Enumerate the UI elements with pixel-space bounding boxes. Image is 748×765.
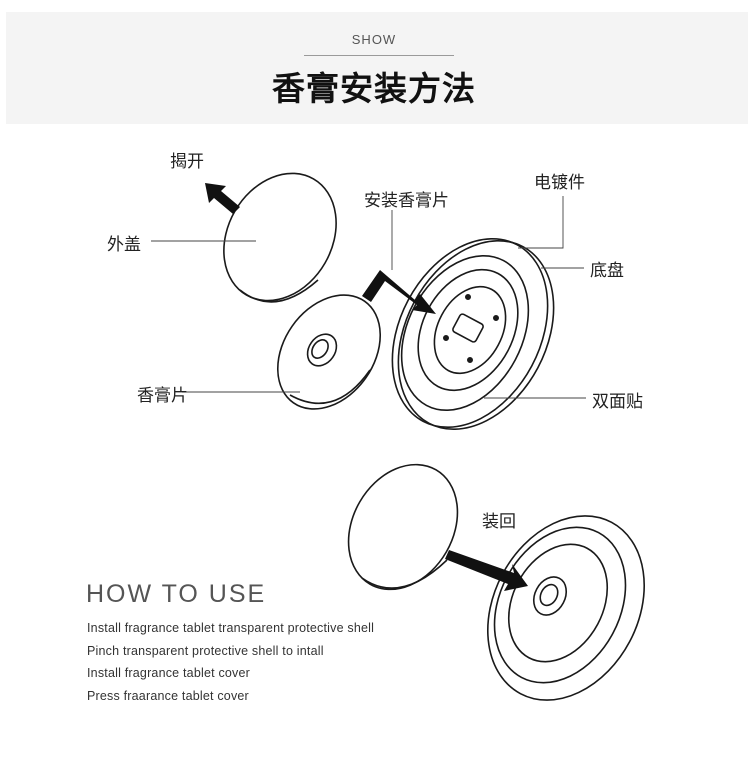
bottom-cover-part xyxy=(347,463,459,591)
label-install-tablet: 安装香膏片 xyxy=(364,191,449,211)
fragrance-tablet-part xyxy=(276,294,382,410)
page-title: 香膏安装方法 xyxy=(272,69,476,108)
header-divider xyxy=(304,55,454,56)
leader-plated xyxy=(518,196,564,249)
arrow-open-icon xyxy=(205,183,240,214)
label-outer-cover: 外盖 xyxy=(107,235,141,255)
arrow-install-icon xyxy=(362,270,436,314)
label-tablet: 香膏片 xyxy=(137,386,188,406)
step-item: Install fragrance tablet cover xyxy=(87,666,251,680)
step-item: Pinch transparent protective shell to in… xyxy=(87,643,324,658)
base-plate-part xyxy=(391,237,555,431)
how-to-use-steps: Install fragrance tablet transparent pro… xyxy=(87,620,374,710)
arrow-reinstall-icon xyxy=(445,550,528,591)
header-eyebrow: SHOW xyxy=(351,32,397,47)
label-double-sided-tape: 双面贴 xyxy=(592,392,643,412)
how-to-use-heading: HOW TO USE xyxy=(86,580,267,608)
label-base: 底盘 xyxy=(590,261,624,281)
label-open: 揭开 xyxy=(170,152,204,172)
header-banner xyxy=(6,12,748,124)
step-item: Install fragrance tablet transparent pro… xyxy=(87,621,375,635)
step-item: Press fraarance tablet cover xyxy=(87,688,249,703)
label-reinstall: 装回 xyxy=(482,512,516,532)
label-plated-part: 电镀件 xyxy=(534,173,585,193)
